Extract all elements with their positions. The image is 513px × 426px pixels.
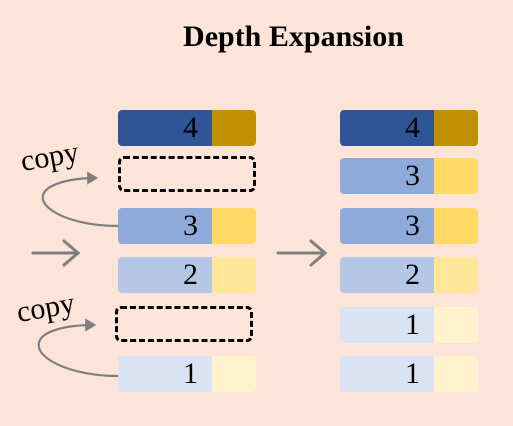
left-layer-2: 2 [118, 257, 256, 293]
left-layer-1: 1 [118, 356, 256, 392]
transform-arrow-icon [276, 239, 328, 267]
input-arrow-icon [31, 239, 81, 267]
copy-arrow-lower [37, 318, 119, 378]
right-layer-3a: 3 [340, 158, 478, 194]
left-layer-4: 4 [118, 110, 256, 146]
layer-label: 2 [118, 257, 212, 293]
left-empty-slot-upper [118, 156, 256, 192]
layer-label: 4 [118, 110, 212, 146]
layer-label: 1 [118, 356, 212, 392]
right-layer-1a: 1 [340, 307, 478, 343]
layer-label: 3 [340, 208, 434, 244]
left-empty-slot-lower [115, 306, 253, 342]
layer-label: 4 [340, 110, 434, 146]
left-layer-3: 3 [118, 208, 256, 244]
right-layer-3b: 3 [340, 208, 478, 244]
layer-label: 3 [340, 158, 434, 194]
copy-arrow-upper [41, 171, 119, 228]
right-layer-2: 2 [340, 257, 478, 293]
layer-label: 3 [118, 208, 212, 244]
layer-label: 2 [340, 257, 434, 293]
layer-label: 1 [340, 307, 434, 343]
right-layer-1b: 1 [340, 356, 478, 392]
right-layer-4: 4 [340, 110, 478, 146]
layer-label: 1 [340, 356, 434, 392]
diagram-title: Depth Expansion [183, 20, 404, 53]
